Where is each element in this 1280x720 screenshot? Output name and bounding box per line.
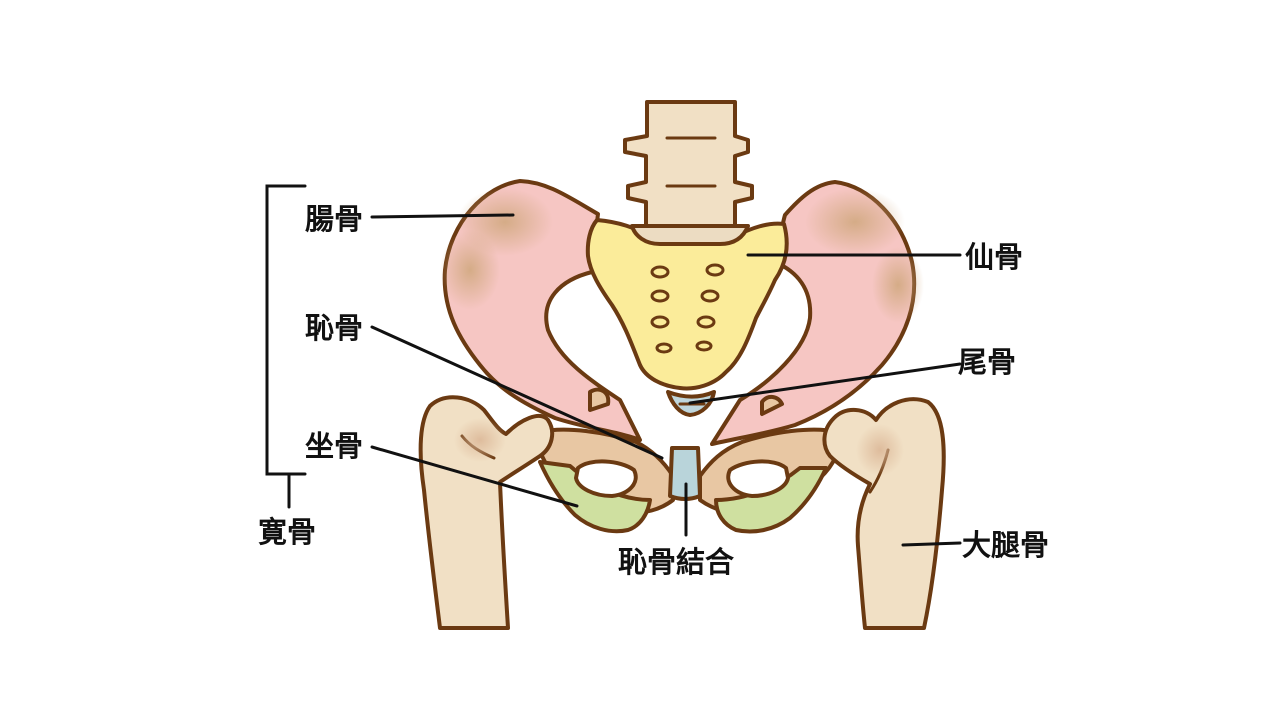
label-pubis: 恥骨 xyxy=(305,311,363,345)
hip-bone-bracket xyxy=(265,184,307,509)
label-ischium: 坐骨 xyxy=(305,429,363,463)
leader-ilium xyxy=(370,213,515,219)
leader-ischium xyxy=(370,445,579,508)
sacrum xyxy=(585,218,789,391)
femur-right xyxy=(760,395,946,630)
leader-lines xyxy=(370,213,962,547)
pubis-ischium xyxy=(537,427,841,534)
lumbar-vertebrae xyxy=(623,100,754,234)
leader-femur xyxy=(901,541,962,547)
labels: 腸骨 恥骨 坐骨 寛骨 仙骨 尾骨 恥骨結合 大腿骨 xyxy=(258,202,1049,579)
label-pubic-symphysis: 恥骨結合 xyxy=(618,545,734,579)
label-hip-bone: 寛骨 xyxy=(258,515,316,549)
leader-coccyx xyxy=(688,362,962,405)
leader-pubis xyxy=(370,325,664,460)
label-sacrum: 仙骨 xyxy=(965,240,1023,274)
label-femur: 大腿骨 xyxy=(962,528,1049,562)
label-coccyx: 尾骨 xyxy=(958,345,1016,379)
femur-left xyxy=(418,387,611,630)
label-ilium: 腸骨 xyxy=(305,202,363,236)
